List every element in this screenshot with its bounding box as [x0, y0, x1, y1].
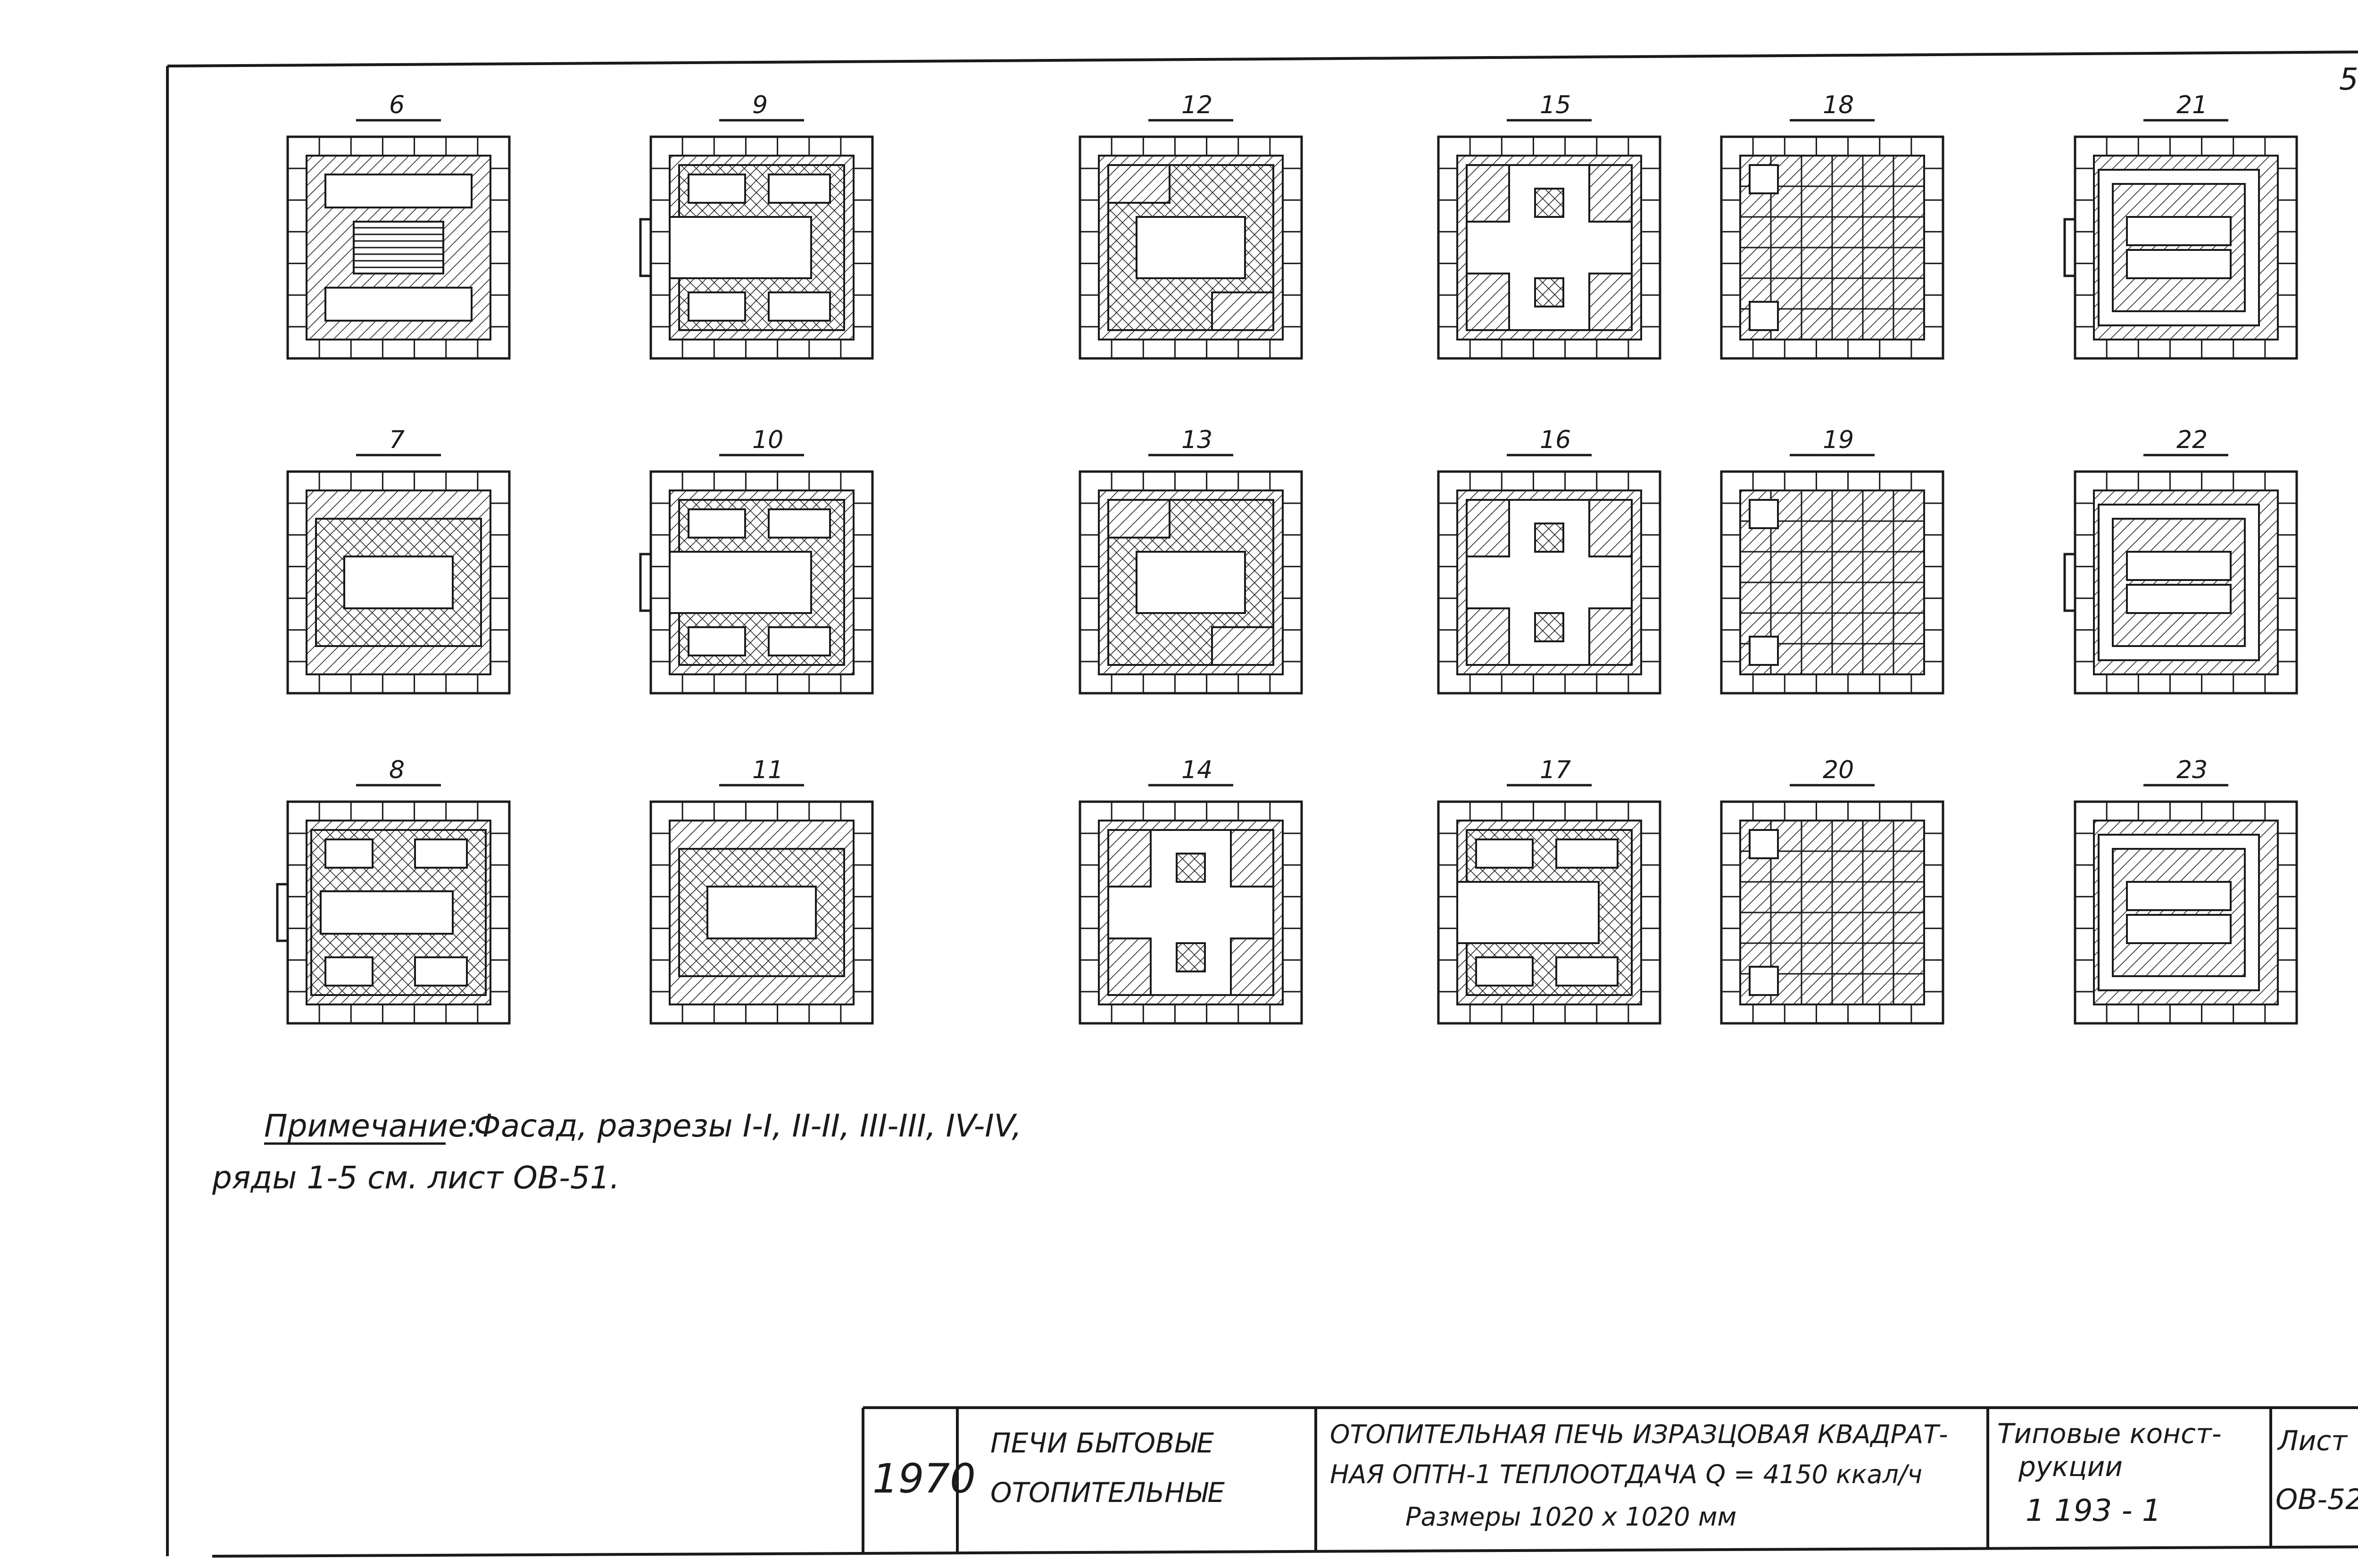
row-plan-12: 12 [1079, 91, 1303, 360]
smoke-channel [669, 551, 812, 614]
serpentine-flue [2126, 914, 2232, 944]
sheet-label: Лист [2277, 1425, 2348, 1457]
flue-square [1534, 277, 1564, 307]
series-line1: Типовые конст- [1997, 1418, 2222, 1450]
row-plan-13: 13 [1079, 426, 1303, 695]
door-frame-icon [2063, 553, 2076, 612]
door-frame-icon [276, 883, 289, 942]
door-frame-icon [639, 553, 652, 612]
row-number-label: 8 [389, 756, 405, 784]
row-plan-17: 17 [1437, 756, 1661, 1025]
row-plan-18: 18 [1720, 91, 1944, 360]
row-number-label: 9 [752, 91, 768, 119]
row-number-label: 23 [2176, 756, 2208, 784]
row-plan-23: 23 [2074, 756, 2298, 1025]
row-plan-11: 11 [649, 756, 874, 1025]
flue-square [1534, 523, 1564, 553]
row-number-label: 19 [1823, 426, 1854, 454]
serpentine-flue [2126, 551, 2232, 581]
serpentine-flue [2126, 249, 2232, 279]
serpentine-flue [2126, 881, 2232, 911]
row-plan-8: 8 [276, 756, 511, 1025]
note-line2: ряды 1-5 см. лист ОВ-51. [212, 1160, 620, 1196]
drawing-frame [166, 50, 2358, 1558]
row-plan-21: 21 [2063, 91, 2298, 360]
row-plan-9: 9 [639, 91, 874, 360]
year-cell: 1970 [872, 1455, 976, 1502]
row-number-label: 13 [1181, 426, 1212, 454]
firebox-opening [343, 556, 454, 609]
firebox-opening [706, 886, 817, 939]
serpentine-flue [2126, 584, 2232, 614]
row-number-label: 20 [1823, 756, 1854, 784]
row-plan-10: 10 [639, 426, 874, 695]
row-number-label: 12 [1181, 91, 1212, 119]
row-number-label: 22 [2176, 426, 2208, 454]
row-plan-20: 20 [1720, 756, 1944, 1025]
series-code: 1 193 - 1 [2026, 1493, 2161, 1528]
sheet-code: ОВ-52 [2275, 1483, 2358, 1516]
row-number-label: 21 [2176, 91, 2208, 119]
row-plan-6: 6 [286, 91, 511, 360]
row-plan-14: 14 [1079, 756, 1303, 1025]
row-plan-16: 16 [1437, 426, 1661, 695]
title-line1: ОТОПИТЕЛЬНАЯ ПЕЧЬ ИЗРАЗЦОВАЯ КВАДРАТ- [1330, 1419, 1948, 1449]
smoke-channel [669, 216, 812, 279]
serpentine-flue [2126, 216, 2232, 246]
row-number-label: 11 [752, 756, 783, 784]
title-line2: НАЯ ОПТН-1 ТЕПЛООТДАЧА Q = 4150 ккал/ч [1330, 1460, 1922, 1489]
row-number-label: 17 [1540, 756, 1571, 784]
row-number-label: 7 [389, 426, 405, 454]
note-label: Примечание: [264, 1108, 478, 1144]
row-plan-19: 19 [1720, 426, 1944, 695]
fire-grate [353, 221, 444, 274]
flue-square [1534, 188, 1564, 218]
row-plan-15: 15 [1437, 91, 1661, 360]
category-line1: ПЕЧИ БЫТОВЫЕ [990, 1427, 1214, 1459]
series-line2: рукции [2018, 1451, 2123, 1483]
title-block: 1970 ПЕЧИ БЫТОВЫЕ ОТОПИТЕЛЬНЫЕ ОТОПИТЕЛЬ… [862, 1406, 2358, 1554]
note-block: Примечание: Фасад, разрезы I-I, II-II, I… [212, 1108, 1021, 1196]
door-frame-icon [639, 218, 652, 277]
row-number-label: 14 [1181, 756, 1212, 784]
flue-square [1534, 612, 1564, 642]
flue-square [1176, 942, 1206, 972]
row-number-label: 18 [1823, 91, 1854, 119]
row-number-label: 10 [752, 426, 783, 454]
flue-square [1176, 853, 1206, 883]
title-line3: Размеры 1020 х 1020 мм [1405, 1502, 1736, 1532]
row-number-label: 6 [389, 91, 405, 119]
row-number-label: 15 [1540, 91, 1571, 119]
smoke-channel [1456, 881, 1600, 944]
page-number: 52 [2339, 62, 2358, 97]
category-line2: ОТОПИТЕЛЬНЫЕ [990, 1477, 1225, 1509]
door-frame-icon [2063, 218, 2076, 277]
row-plan-22: 22 [2063, 426, 2298, 695]
row-plan-7: 7 [286, 426, 511, 695]
row-number-label: 16 [1540, 426, 1571, 454]
masonry-row-plans: 6 7 8 9 10 11 12 13 14 15 16 17 18 19 20 21 22 23 [276, 91, 2298, 1025]
note-line1: Фасад, разрезы I-I, II-II, III-III, IV-I… [474, 1108, 1021, 1144]
